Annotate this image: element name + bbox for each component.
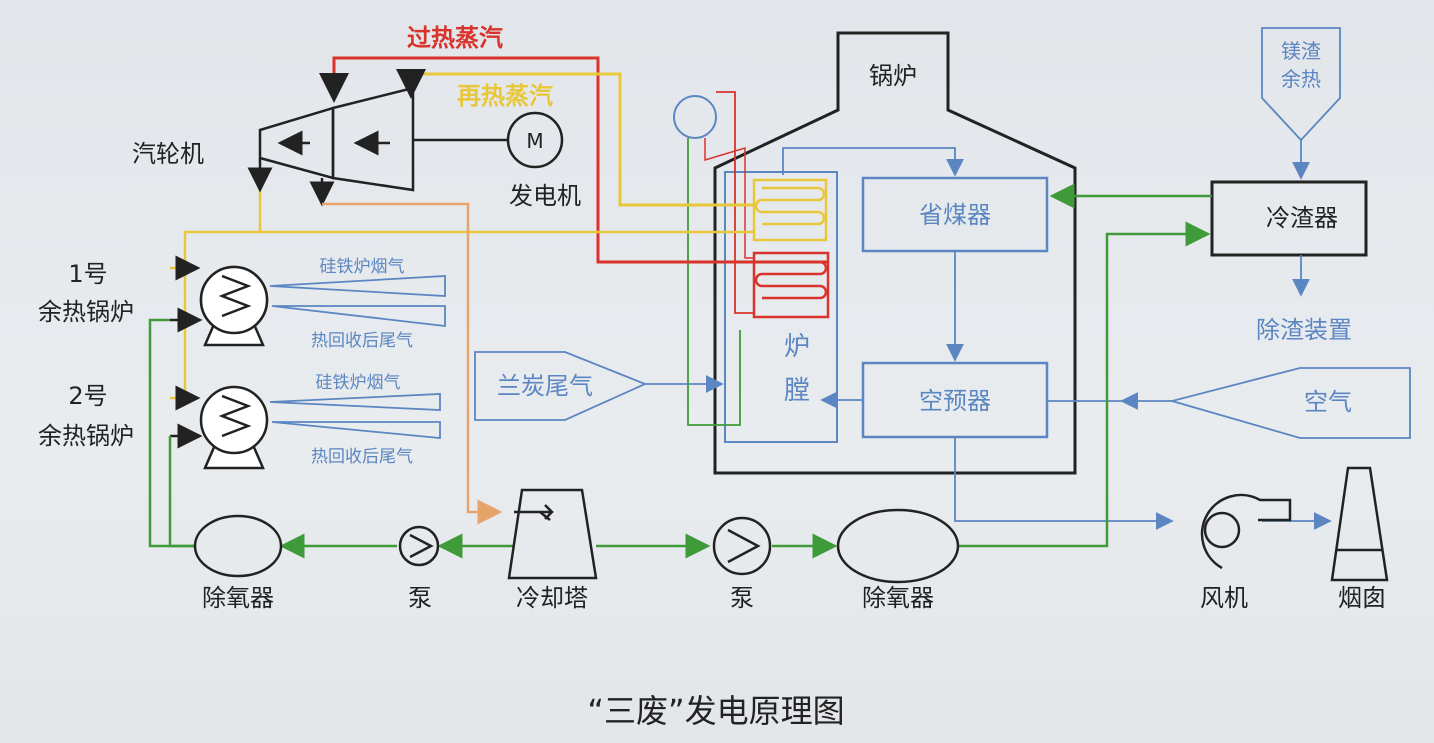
tail-gas-wedge-1 xyxy=(271,305,446,328)
magnesium-slag-label-2: 余热 xyxy=(1281,67,1321,91)
chimney xyxy=(1330,466,1389,582)
semi-coke-gas-shape xyxy=(474,351,648,421)
cooling-tower-label: 冷却塔 xyxy=(516,584,588,612)
pump-right xyxy=(712,516,772,576)
boiler-label: 锅炉 xyxy=(869,62,917,90)
flue-to-economizer xyxy=(782,147,964,177)
whb1 xyxy=(199,265,269,347)
whb2-name: 余热锅炉 xyxy=(38,422,134,450)
reheat-return-line xyxy=(183,230,754,398)
superheated-steam-line xyxy=(319,56,828,264)
generator-label: 发电机 xyxy=(509,182,581,210)
tail-gas-label-2: 热回收后尾气 xyxy=(311,447,413,467)
fan xyxy=(1200,493,1292,570)
air-preheater-label: 空预器 xyxy=(919,387,991,415)
flue-to-fan xyxy=(954,437,1174,530)
furnace-label-2: 膛 xyxy=(784,376,810,406)
pump-right-label: 泵 xyxy=(730,584,754,612)
generator-letter: M xyxy=(526,129,543,153)
slag-removal-label: 除渣装置 xyxy=(1256,316,1352,344)
air-label: 空气 xyxy=(1304,388,1352,416)
steam-drum xyxy=(673,95,717,139)
chimney-label: 烟囱 xyxy=(1338,584,1386,612)
whb2 xyxy=(199,385,269,470)
tail-gas-label-1: 热回收后尾气 xyxy=(311,331,413,351)
drum-to-superheater xyxy=(704,138,754,259)
deaerator-to-whb2 xyxy=(168,436,196,548)
economizer-label: 省煤器 xyxy=(919,201,991,229)
ferrosilicon-gas-label-1: 硅铁炉烟气 xyxy=(320,257,405,277)
reheater-coil xyxy=(752,178,828,242)
whb1-name: 余热锅炉 xyxy=(38,298,134,326)
ferrosilicon-gas-wedge-1 xyxy=(269,275,446,297)
deaerator-left xyxy=(193,514,283,578)
superheated-steam-label: 过热蒸汽 xyxy=(407,24,503,52)
diagram-title: “三废”发电原理图 xyxy=(587,692,844,730)
whb1-number: 1号 xyxy=(68,260,107,288)
deaerator-right-label: 除氧器 xyxy=(862,584,934,612)
air-intake-shape xyxy=(1168,367,1411,439)
slag-cooler-box xyxy=(1210,180,1368,257)
furnace-box xyxy=(724,171,838,443)
superheater-coil xyxy=(752,251,830,319)
deaerator-to-slag-cooler xyxy=(958,221,1211,548)
semi-coke-gas-label: 兰炭尾气 xyxy=(497,372,593,400)
magnesium-slag-label-1: 镁渣 xyxy=(1281,39,1321,63)
deaerator-to-whb1 xyxy=(148,318,196,548)
magnesium-slag-funnel xyxy=(1261,27,1341,142)
whb2-number: 2号 xyxy=(68,382,107,410)
cooling-tower xyxy=(507,488,598,580)
turbine xyxy=(247,86,508,207)
slag-cooler-label: 冷渣器 xyxy=(1266,204,1338,232)
furnace-label-1: 炉 xyxy=(784,332,810,362)
pump-left-label: 泵 xyxy=(408,584,432,612)
fan-label: 风机 xyxy=(1200,584,1248,612)
reheated-steam-line xyxy=(396,69,754,207)
reheated-steam-label: 再热蒸汽 xyxy=(457,82,553,110)
deaerator-left-label: 除氧器 xyxy=(202,584,274,612)
ferrosilicon-gas-label-2: 硅铁炉烟气 xyxy=(316,373,401,393)
turbine-exhaust-line xyxy=(322,202,503,525)
pump-left xyxy=(398,525,440,567)
turbine-label: 汽轮机 xyxy=(132,140,204,168)
drum-downcomer xyxy=(687,138,741,426)
ferrosilicon-gas-wedge-2 xyxy=(269,393,441,411)
boiler-outline xyxy=(713,31,1077,475)
drum-riser xyxy=(716,91,754,314)
tail-gas-wedge-2 xyxy=(271,421,441,439)
deaerator-right xyxy=(836,508,960,584)
generator-symbol xyxy=(506,111,564,169)
